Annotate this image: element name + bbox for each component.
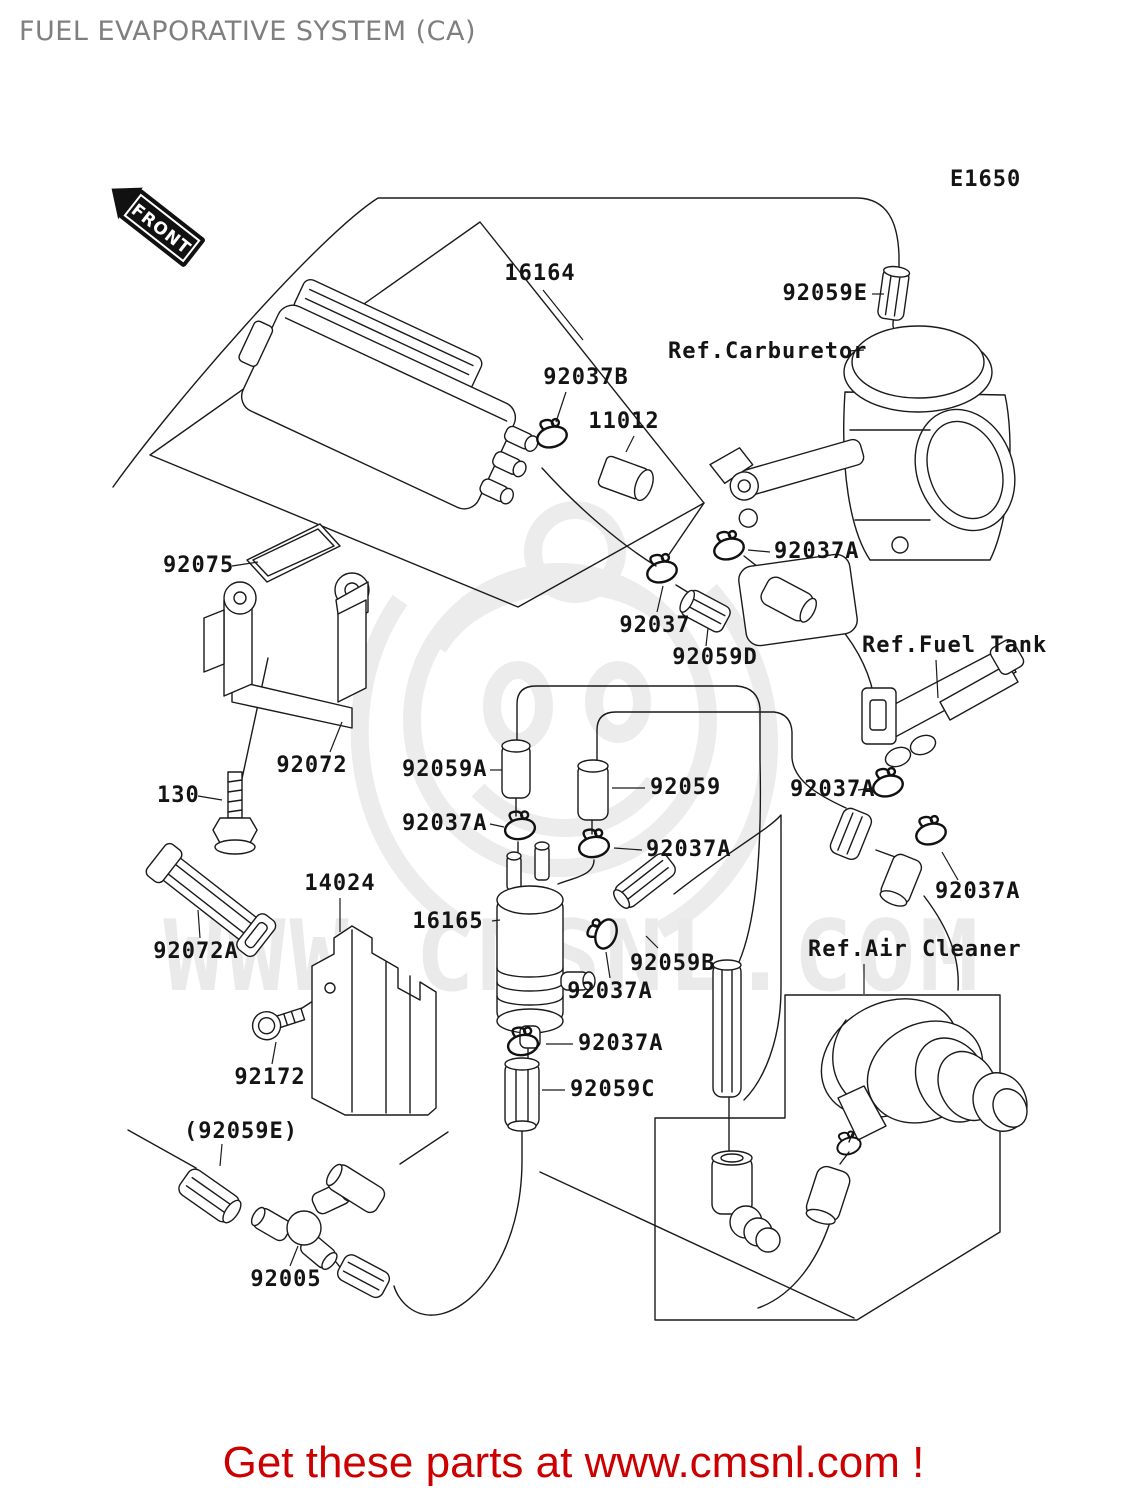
part-label-refair cleaner: Ref.Air Cleaner (808, 937, 1022, 962)
leader-line (935, 659, 939, 699)
hose-lines (112, 197, 959, 1319)
air-cleaner-box (654, 994, 1001, 1321)
separator-16165-drawing (496, 841, 596, 1049)
tube-92059C (504, 1057, 540, 1132)
part-label-92037a: 92037A (774, 539, 859, 564)
tube-mid (760, 576, 818, 623)
part-label-92059e: (92059E) (184, 1119, 298, 1144)
part-label-92037b: 92037B (543, 365, 628, 390)
tube-fueltank-1 (829, 807, 873, 861)
tube-bottom-3 (336, 1254, 391, 1299)
tube-92059A (501, 739, 531, 799)
cover-14024-drawing (311, 925, 437, 1116)
air-cleaner-drawing (820, 998, 1028, 1141)
leader-line (645, 935, 659, 949)
screw-92172-drawing (251, 1007, 306, 1041)
leader-line (491, 919, 501, 922)
leader-line (705, 627, 709, 647)
clamp-92037A-carb (708, 526, 748, 564)
page-title: FUEL EVAPORATIVE SYSTEM (CA) (19, 16, 476, 47)
part-label-92037a: 92037A (646, 837, 731, 862)
carburetor-drawing (709, 325, 1016, 647)
leader-line (197, 909, 201, 939)
part-label-130: 130 (157, 783, 200, 808)
tube-bottomleft-92059E (178, 1168, 242, 1224)
leader-line (271, 1041, 277, 1065)
clamp-92037 (641, 549, 681, 587)
part-label-92037a: 92037A (402, 811, 487, 836)
part-label-92059: 92059 (650, 775, 721, 800)
part-label-92059e: 92059E (783, 281, 868, 306)
tube-92059 (577, 759, 609, 821)
part-label-92059a: 92059A (402, 757, 487, 782)
part-label-14024: 14024 (304, 871, 375, 896)
cylinder-11012 (597, 455, 654, 502)
cms-watermark: WWW.CMSNL.COM (163, 501, 979, 1014)
tube-92059E (877, 265, 911, 321)
part-label-92059b: 92059B (630, 951, 715, 976)
part-label-92037a: 92037A (567, 979, 652, 1004)
part-label-92072: 92072 (276, 753, 347, 778)
leader-line (289, 1245, 299, 1267)
leader-line (857, 787, 875, 791)
leader-line (489, 823, 505, 828)
tube-92059B (613, 853, 676, 909)
damper-92072A-drawing (145, 842, 277, 958)
leader-line (656, 585, 664, 613)
part-label-92037a: 92037A (790, 777, 875, 802)
bracket-92072-drawing (203, 572, 370, 729)
part-label-92172: 92172 (234, 1065, 305, 1090)
part-label-92075: 92075 (163, 553, 234, 578)
part-label-92072a: 92072A (153, 939, 238, 964)
tube-bottom-2 (325, 1163, 386, 1214)
part-label-11012: 11012 (588, 409, 659, 434)
part-label-92037: 92037 (619, 613, 690, 638)
leader-line (197, 795, 223, 801)
part-label-16164: 16164 (504, 261, 575, 286)
leader-line (941, 851, 959, 881)
leader-line (605, 951, 611, 979)
part-label-reffuel tank: Ref.Fuel Tank (862, 633, 1047, 658)
leader-line (555, 391, 567, 423)
leader-line (329, 721, 343, 753)
tube-92059D (679, 589, 731, 633)
part-label-92037a: 92037A (935, 879, 1020, 904)
part-label-e1650: E1650 (950, 167, 1021, 192)
tube-aircleaner-inbox (805, 1165, 851, 1225)
front-arrow: FRONT (111, 187, 205, 267)
tube-fueltank-2 (879, 853, 923, 907)
bolt-130-drawing (212, 771, 258, 855)
part-label-92059c: 92059C (570, 1077, 655, 1102)
leader-line (847, 349, 865, 352)
tube-aircleaner-vertical (712, 959, 742, 1098)
leader-line (747, 549, 771, 553)
canister-16164-drawing (238, 278, 539, 510)
leader-line (231, 561, 259, 567)
part-label-92037a: 92037A (578, 1031, 663, 1056)
pad-92075-drawing (246, 523, 341, 583)
elbow-fitting (711, 1150, 781, 1253)
leader-line (625, 435, 635, 453)
part-labels: E1650 16164 92059E Ref.Carburetor 92037B 1101… (153, 167, 1047, 1292)
clamp-92037A-fueltank-right (910, 811, 950, 849)
footer-banner: Get these parts at www.cmsnl.com ! (222, 1438, 925, 1487)
part-label-refcarburetor: Ref.Carburetor (668, 339, 867, 364)
leader-line (219, 1143, 223, 1167)
part-label-92005: 92005 (250, 1267, 321, 1292)
leader-line (613, 847, 643, 851)
leader-line (542, 289, 584, 341)
part-label-16165: 16165 (412, 909, 483, 934)
part-label-92059d: 92059D (672, 645, 757, 670)
fuel-tank-pipe-drawing (861, 639, 1025, 768)
clamp-92037B (531, 414, 571, 452)
